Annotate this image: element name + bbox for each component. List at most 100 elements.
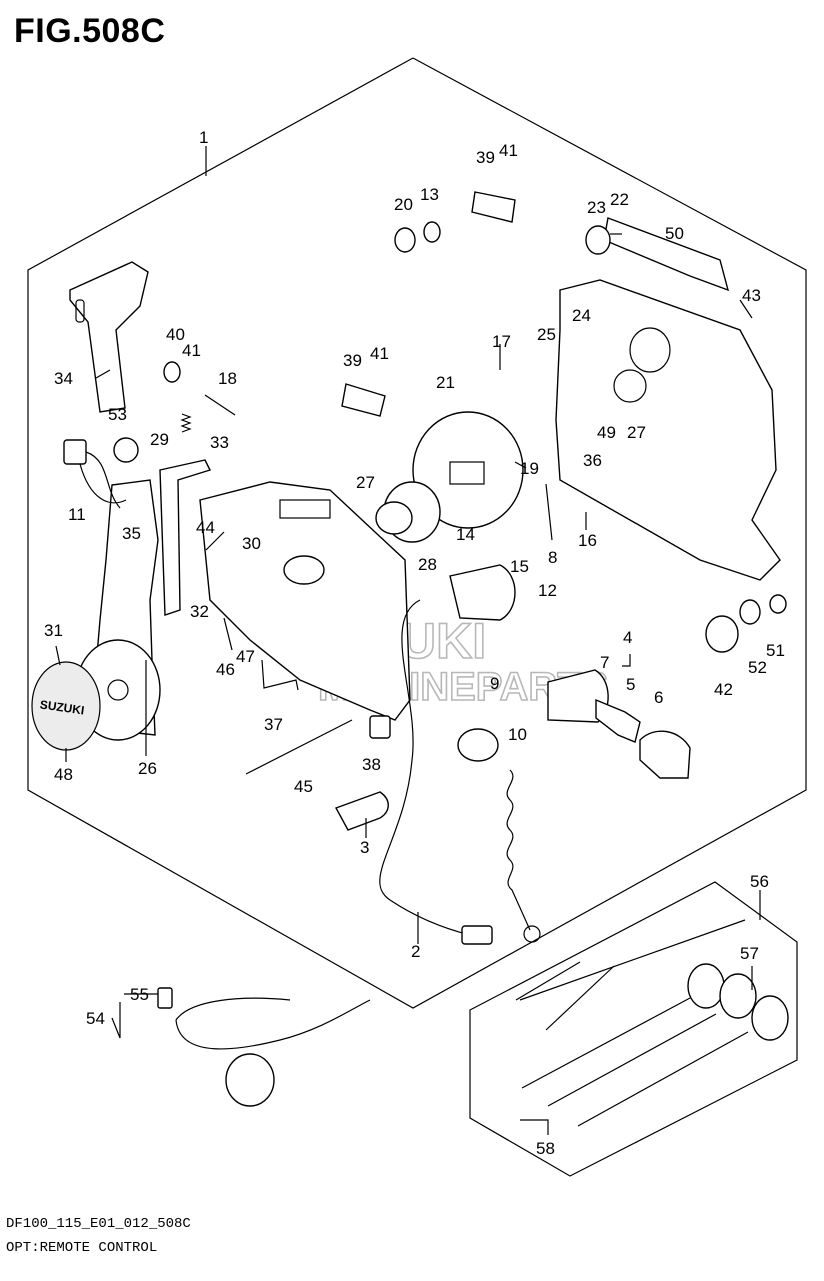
- callout-39a: 39: [476, 148, 495, 167]
- handle-grip: [69, 261, 149, 413]
- stop-switch: [457, 728, 499, 762]
- cable-tie-long: [519, 919, 746, 1001]
- wiring-harness: [379, 599, 471, 936]
- friction-disc-hub: [449, 461, 485, 485]
- main-switch: [547, 669, 609, 723]
- callout-2: 2: [411, 942, 420, 961]
- trim-switch: [63, 439, 87, 465]
- ignition-key: [595, 698, 641, 743]
- housing-bore: [283, 555, 325, 585]
- callout-47: 47: [236, 647, 255, 666]
- remote-harness: [175, 997, 371, 1050]
- callout-51: 51: [766, 641, 785, 660]
- accessory-boundary: [469, 881, 798, 1177]
- callout-16: 16: [578, 531, 597, 550]
- bracket-39b: [341, 383, 386, 417]
- callout-40: 40: [166, 325, 185, 344]
- bracket-39a: [471, 191, 516, 223]
- callout-56: 56: [750, 872, 769, 891]
- spring-33: [180, 413, 192, 433]
- callout-42: 42: [714, 680, 733, 699]
- callout-12: 12: [538, 581, 557, 600]
- callout-4: 4: [623, 628, 632, 647]
- callout-27b: 27: [627, 423, 646, 442]
- friction-disc: [412, 411, 524, 529]
- callout-57: 57: [740, 944, 759, 963]
- spacer-57b: [719, 973, 757, 1019]
- callout-7: 7: [600, 653, 609, 672]
- callout-8: 8: [548, 548, 557, 567]
- bolt-58c: [577, 1031, 749, 1127]
- callout-48: 48: [54, 765, 73, 784]
- callout-21: 21: [436, 373, 455, 392]
- callout-24: 24: [572, 306, 591, 325]
- callout-31: 31: [44, 621, 63, 640]
- callout-30: 30: [242, 534, 261, 553]
- grommet-42: [705, 615, 739, 653]
- spring-clip-37: [261, 659, 299, 691]
- washer-27: [375, 501, 413, 535]
- callout-14: 14: [456, 525, 475, 544]
- washer-52: [739, 599, 761, 625]
- callout-labels: 1 2 3 4 5 6 7 8 9 10 11 12 13 14 15 16 1…: [44, 128, 785, 1158]
- callout-36: 36: [583, 451, 602, 470]
- cable-tie-b: [545, 965, 615, 1031]
- lever-hub-hole: [107, 679, 129, 701]
- callout-39b: 39: [343, 351, 362, 370]
- callout-11: 11: [68, 505, 86, 524]
- fuse-55: [157, 987, 173, 1009]
- bracket-3: [334, 791, 389, 831]
- callout-58: 58: [536, 1139, 555, 1158]
- callout-17: 17: [492, 332, 511, 351]
- callout-43: 43: [742, 286, 761, 305]
- cover-bore-2: [613, 369, 647, 403]
- cable-tie-a: [515, 961, 581, 1001]
- callout-19: 19: [520, 459, 539, 478]
- callout-38: 38: [362, 755, 381, 774]
- neutral-plate: [159, 459, 211, 616]
- callout-55: 55: [130, 985, 149, 1004]
- callout-50: 50: [665, 224, 684, 243]
- handle-grip-slot: [75, 299, 85, 323]
- callout-35: 35: [122, 524, 141, 543]
- callout-22: 22: [610, 190, 629, 209]
- callout-15: 15: [510, 557, 529, 576]
- kit-boundary: [27, 57, 807, 1009]
- spacer-57a: [687, 963, 725, 1009]
- callout-27a: 27: [356, 473, 375, 492]
- callout-44: 44: [196, 518, 215, 537]
- callout-26: 26: [138, 759, 157, 778]
- callout-41a: 41: [499, 141, 518, 160]
- callout-13: 13: [420, 185, 439, 204]
- callout-41b: 41: [182, 341, 201, 360]
- figure-caption: OPT:REMOTE CONTROL: [6, 1240, 158, 1256]
- ring-23: [585, 225, 611, 255]
- callout-25: 25: [537, 325, 556, 344]
- figure-title: FIG.508C: [14, 12, 166, 50]
- lanyard-clip: [523, 925, 541, 943]
- spacer-20: [394, 227, 416, 253]
- cover-bore: [629, 327, 671, 373]
- callout-3: 3: [360, 838, 369, 857]
- callout-49: 49: [597, 423, 616, 442]
- bolt-58a: [521, 997, 691, 1089]
- trim-switch-wires: [79, 451, 127, 509]
- spacer-57c: [751, 995, 789, 1041]
- lanyard-coil: [506, 769, 531, 931]
- washer-53: [113, 437, 139, 463]
- bolt-58b: [547, 1013, 717, 1107]
- callout-10: 10: [508, 725, 527, 744]
- callout-34: 34: [54, 369, 73, 388]
- callout-9: 9: [490, 674, 499, 693]
- callout-37: 37: [264, 715, 283, 734]
- clip-38: [369, 715, 391, 739]
- callout-6: 6: [654, 688, 663, 707]
- callout-29: 29: [150, 430, 169, 449]
- leader-lines: [55, 146, 761, 1135]
- callout-54: 54: [86, 1009, 105, 1028]
- side-cover: [555, 279, 781, 581]
- harness-plug: [225, 1053, 275, 1107]
- callout-46: 46: [216, 660, 235, 679]
- callout-52: 52: [748, 658, 767, 677]
